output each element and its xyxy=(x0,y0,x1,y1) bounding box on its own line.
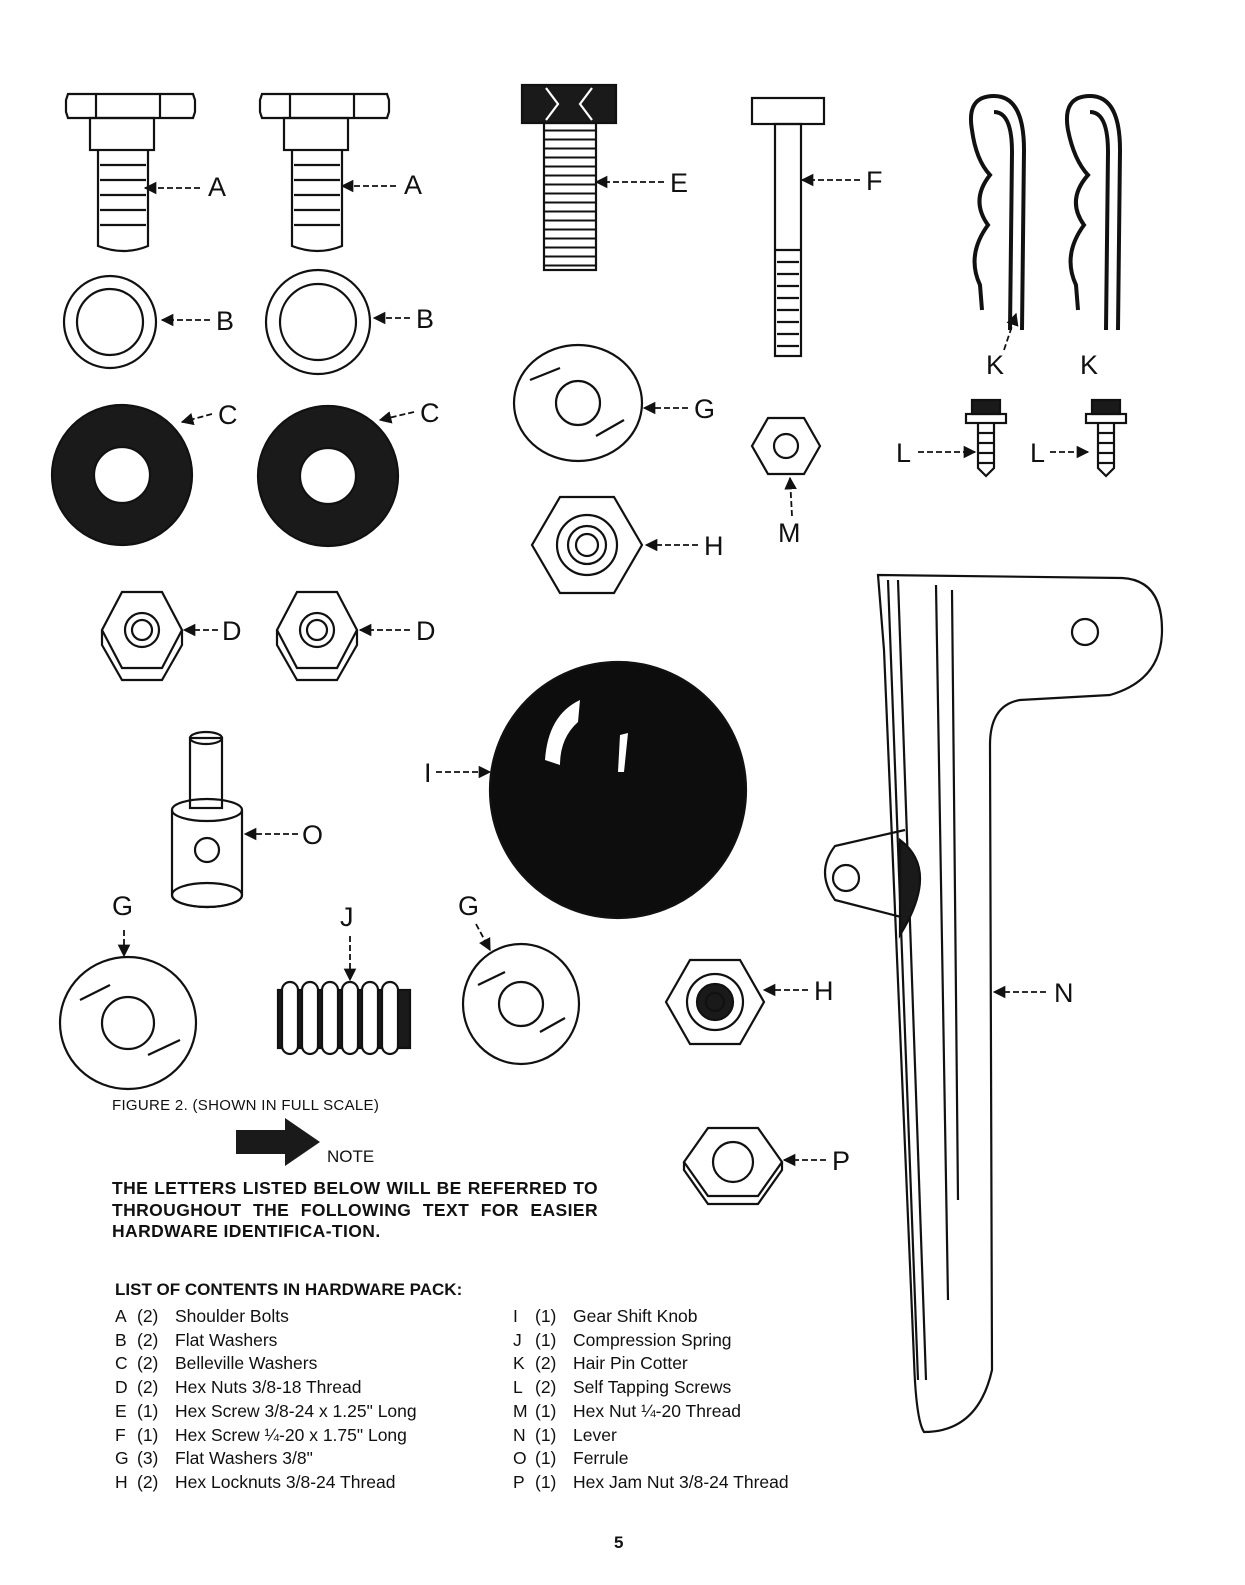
list-item: D(2)Hex Nuts 3/8-18 Thread xyxy=(115,1377,362,1398)
list-item: N(1)Lever xyxy=(513,1424,617,1445)
shoulder-bolt-a2 xyxy=(258,92,391,253)
list-item: G(3)Flat Washers 3/8" xyxy=(115,1448,313,1469)
belleville-washer-c2 xyxy=(256,404,400,548)
label-h2: H xyxy=(814,976,834,1006)
list-item: F(1)Hex Screw ¼-20 x 1.75" Long xyxy=(115,1424,407,1445)
flat-washer-b2 xyxy=(264,268,372,376)
label-c1: C xyxy=(218,400,238,430)
label-c2: C xyxy=(420,398,440,428)
page-number: 5 xyxy=(614,1533,624,1552)
list-item: O(1)Ferrule xyxy=(513,1448,629,1469)
flat-washer-g2 xyxy=(58,955,198,1091)
label-d1: D xyxy=(222,616,242,646)
hex-nut-d2 xyxy=(275,590,359,682)
hair-pin-cotter-k2 xyxy=(1065,93,1123,331)
label-m: M xyxy=(778,518,801,548)
note-label: NOTE xyxy=(327,1147,375,1166)
list-item: P(1)Hex Jam Nut 3/8-24 Thread xyxy=(513,1471,789,1492)
label-l1: L xyxy=(896,438,912,468)
contents-title: LIST OF CONTENTS IN HARDWARE PACK: xyxy=(115,1280,463,1299)
hex-locknut-h2 xyxy=(664,958,766,1046)
label-b1: B xyxy=(216,306,235,336)
label-i: I xyxy=(424,758,432,788)
leader-arrows xyxy=(117,173,1090,1167)
note-arrow-icon xyxy=(236,1118,320,1166)
note-text: THE LETTERS LISTED BELOW WILL BE REFERRE… xyxy=(112,1178,598,1241)
label-n: N xyxy=(1054,978,1074,1008)
label-l2: L xyxy=(1030,438,1046,468)
label-p: P xyxy=(832,1146,851,1176)
hex-nut-d1 xyxy=(100,590,184,682)
label-b2: B xyxy=(416,304,435,334)
label-e: E xyxy=(670,168,689,198)
label-k1: K xyxy=(986,350,1005,380)
hex-screw-e xyxy=(520,83,618,272)
label-d2: D xyxy=(416,616,436,646)
gear-shift-knob-i xyxy=(488,660,748,920)
shoulder-bolt-a1 xyxy=(64,92,197,253)
label-h1: H xyxy=(704,531,724,561)
hair-pin-cotter-k1 xyxy=(969,93,1027,331)
label-f: F xyxy=(866,166,883,196)
label-g2: G xyxy=(112,891,134,921)
list-item: H(2)Hex Locknuts 3/8-24 Thread xyxy=(115,1471,396,1492)
label-a1: A xyxy=(208,172,227,202)
flat-washer-g3 xyxy=(461,942,581,1066)
label-o: O xyxy=(302,820,324,850)
list-item: K(2)Hair Pin Cotter xyxy=(513,1353,688,1374)
compression-spring-j xyxy=(276,980,412,1056)
self-tapping-screw-l2 xyxy=(1084,398,1128,478)
label-k2: K xyxy=(1080,350,1099,380)
contents-column-left: A(2)Shoulder Bolts B(2)Flat Washers C(2)… xyxy=(115,1305,417,1495)
list-item: L(2)Self Tapping Screws xyxy=(513,1377,732,1398)
belleville-washer-c1 xyxy=(50,403,194,547)
figure-caption: FIGURE 2. (SHOWN IN FULL SCALE) xyxy=(112,1097,380,1114)
label-j: J xyxy=(340,902,354,932)
list-item: B(2)Flat Washers xyxy=(115,1329,278,1350)
label-a2: A xyxy=(404,170,423,200)
ferrule-o xyxy=(170,730,244,909)
hex-jam-nut-p xyxy=(682,1126,784,1206)
list-item: I(1)Gear Shift Knob xyxy=(513,1306,698,1326)
list-item: M(1)Hex Nut ¼-20 Thread xyxy=(513,1400,741,1421)
contents-column-right: I(1)Gear Shift Knob J(1)Compression Spri… xyxy=(513,1305,789,1495)
flat-washer-b1 xyxy=(62,274,158,370)
flat-washer-g1 xyxy=(512,343,644,463)
hex-screw-f xyxy=(750,96,826,358)
list-item: E(1)Hex Screw 3/8-24 x 1.25" Long xyxy=(115,1400,417,1421)
label-g1: G xyxy=(694,394,716,424)
list-item: C(2)Belleville Washers xyxy=(115,1353,318,1374)
hex-locknut-h1 xyxy=(530,495,644,595)
list-item: A(2)Shoulder Bolts xyxy=(115,1306,289,1326)
hex-nut-m xyxy=(750,416,822,476)
lever-n xyxy=(823,573,1164,1434)
self-tapping-screw-l1 xyxy=(964,398,1008,478)
list-item: J(1)Compression Spring xyxy=(513,1329,732,1350)
label-g3: G xyxy=(458,891,480,921)
